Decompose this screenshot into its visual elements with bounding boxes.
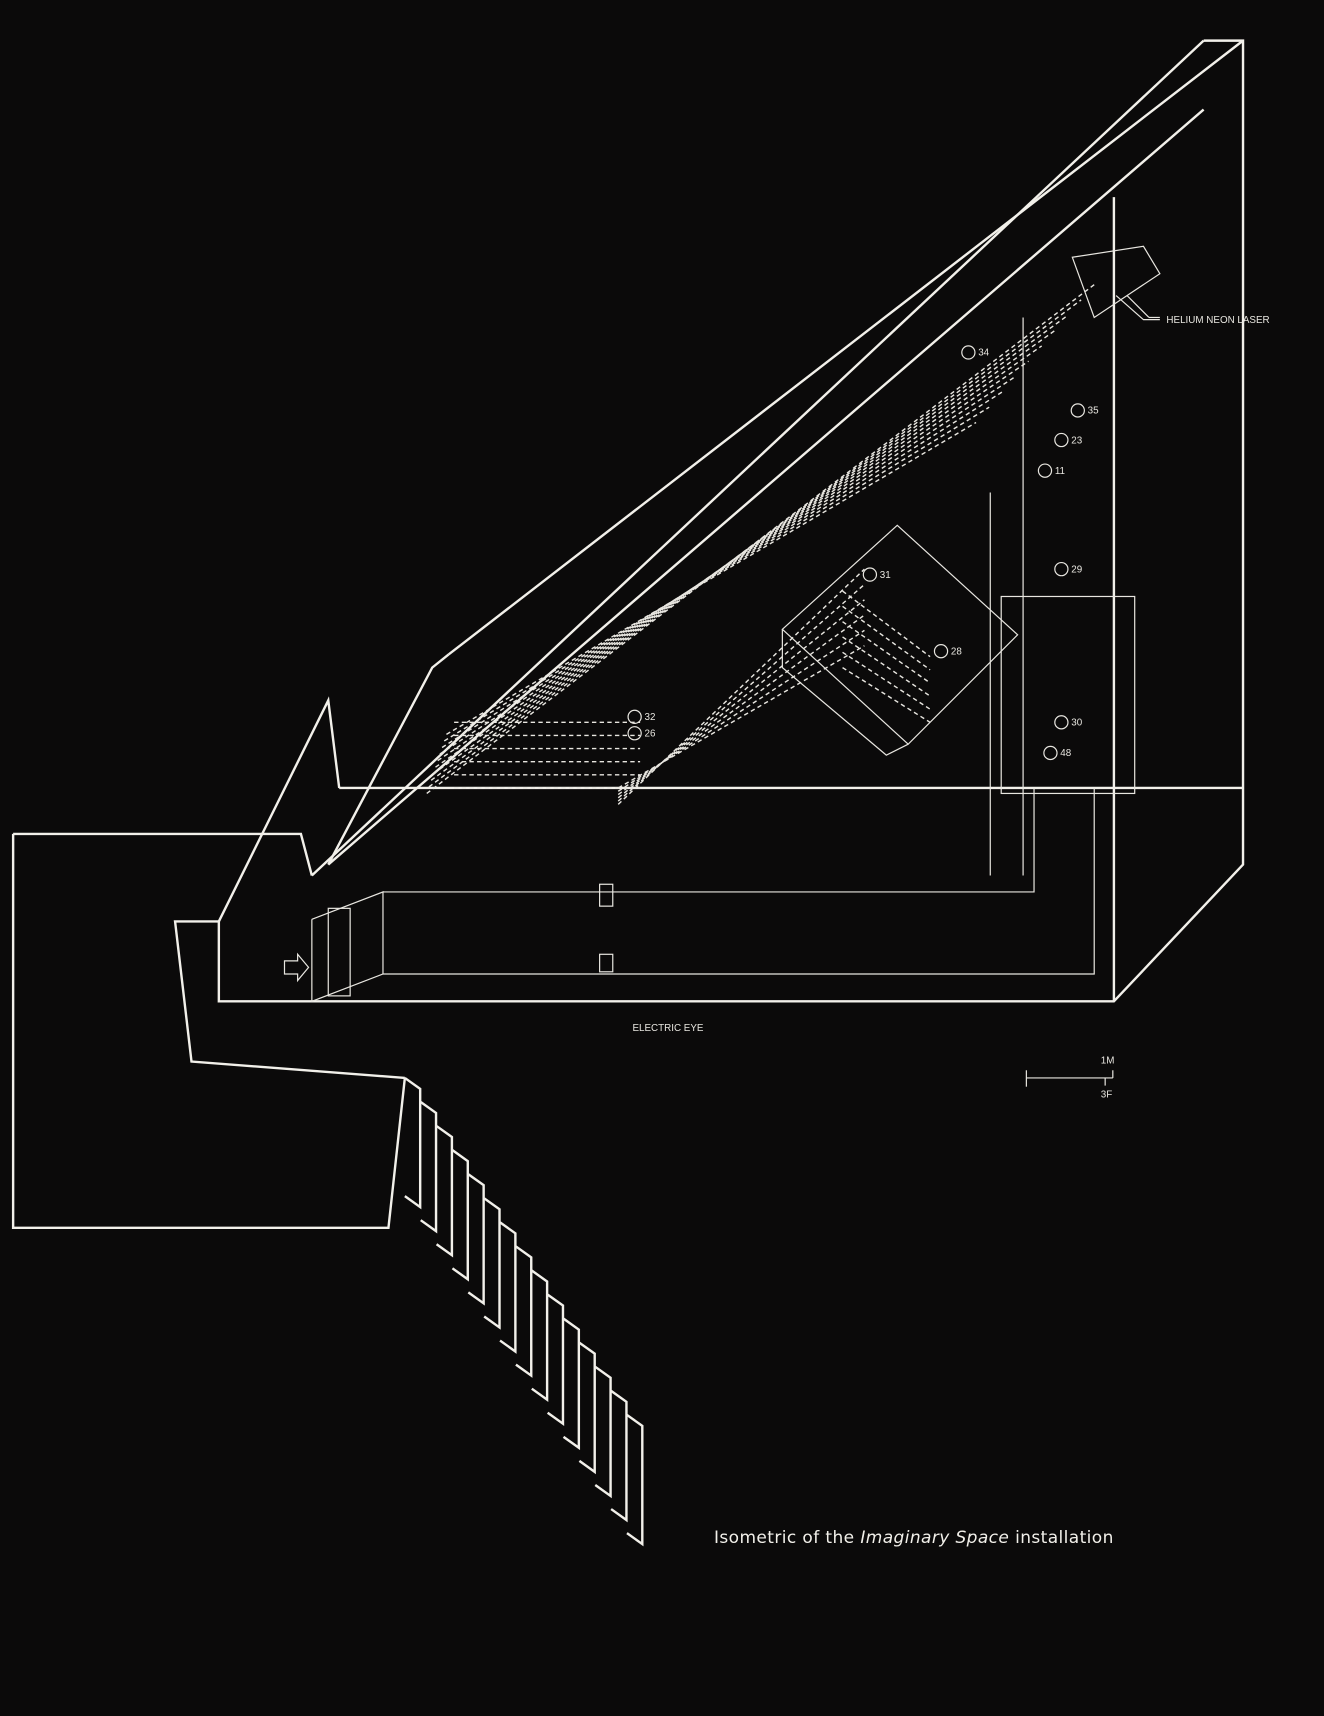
laser-ray [617,645,865,789]
laser-ray [430,314,1069,781]
room-outline [11,39,1245,1230]
laser-label: HELIUM NEON LASER [1115,295,1270,326]
laser-ray [842,651,931,710]
laser-ray [443,406,990,742]
stair-step [594,1365,612,1499]
stair-step [546,1293,565,1427]
stair-step [578,1341,596,1475]
stair-step [451,1149,469,1282]
mirror-point [961,345,976,360]
point-number: 32 [644,712,655,723]
figure-caption: Isometric of the Imaginary Space install… [714,1528,1114,1548]
stair-step [515,1245,533,1378]
mirror-point [1070,403,1085,418]
laser-ray [842,590,931,658]
point-number: 23 [1071,435,1082,446]
laser-ray [617,599,865,799]
point-number: 34 [978,348,989,359]
corridor [283,787,1095,1003]
stair-step [610,1389,628,1523]
laser-ray [446,421,977,735]
mirror-point [627,726,642,741]
mirror-point [1054,561,1069,577]
electric-eye-sensor [599,883,614,907]
laser-ray [439,375,1016,755]
mirror-structures [781,245,1161,876]
laser-ray [437,360,1029,762]
stair-step [531,1269,549,1402]
svg-text:1M: 1M [1101,1056,1115,1067]
stair-step [404,1076,422,1210]
staircase [404,1076,644,1547]
point-number: 11 [1055,466,1065,477]
laser-ray [432,330,1056,775]
mirror-point [933,644,949,659]
stair-step [420,1101,438,1234]
stair-step [562,1317,581,1451]
laser-ray [842,621,931,684]
point-number: 29 [1071,564,1082,575]
point-number: 35 [1088,406,1099,417]
stair-step [626,1413,644,1547]
mirror-point [627,709,642,725]
point-number: 31 [880,570,891,581]
stair-step [499,1221,517,1354]
laser-ray [842,605,931,671]
laser-ray [441,391,1003,749]
entry-arrow-icon [283,952,310,983]
scale-bar: 1M 3F [1025,1056,1115,1101]
point-number: 26 [644,729,655,740]
laser-ray [842,636,931,697]
stair-step [467,1173,485,1306]
laser-ray [842,667,931,723]
point-number: 28 [951,646,962,657]
mirror-point [862,567,878,582]
mirror-point [1054,715,1069,730]
laser-ray [426,284,1095,795]
mirror-point [1043,745,1058,761]
stair-step [483,1197,501,1330]
svg-text:3F: 3F [1101,1090,1112,1101]
laser-rays [426,284,1095,805]
svg-text:HELIUM NEON LASER: HELIUM NEON LASER [1166,315,1269,326]
stair-step [435,1125,454,1258]
mirror-point [1037,463,1053,478]
electric-eye-label: ELECTRIC EYE [632,1023,703,1034]
laser-ray [617,614,865,796]
point-number: 48 [1060,748,1071,759]
point-number: 30 [1071,718,1082,729]
mirror-points: 34 35 23 11 31 29 30 48 32 26 28 [627,345,1099,761]
mirror-point [1054,432,1069,448]
